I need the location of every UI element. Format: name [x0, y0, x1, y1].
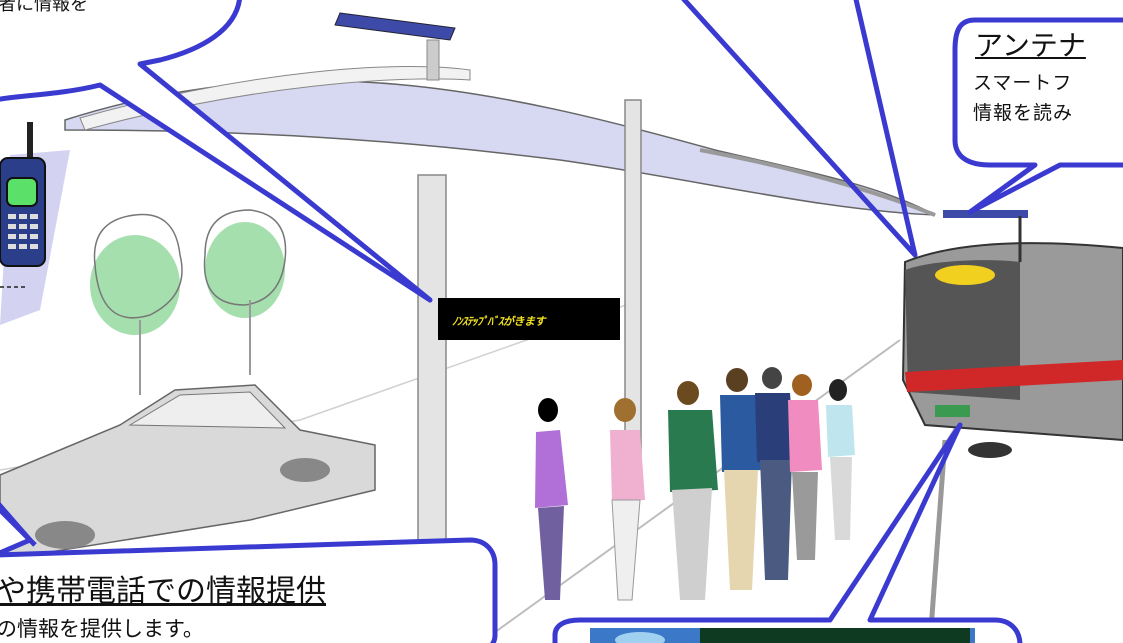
stop-sign-board	[438, 298, 620, 340]
mobile-phone-icon	[0, 122, 70, 325]
callout-antenna	[952, 17, 1123, 215]
antenna-callout-line1: スマートフ	[973, 72, 1073, 94]
crowd-of-people	[535, 367, 855, 601]
antenna-callout-title: アンテナ	[975, 29, 1086, 62]
mobile-callout-title: や携帯電話での情報提供	[0, 574, 326, 609]
bus-icon	[901, 210, 1123, 458]
callout-top-left-text: 者に情報を	[0, 0, 88, 15]
car-icon	[0, 384, 376, 561]
callout-top-left	[0, 0, 433, 303]
stop-sign-text: ﾉﾝｽﾃｯﾌﾟﾊﾞｽがきます	[452, 315, 546, 328]
callout-bottom-right	[552, 422, 1023, 643]
tree-icon	[90, 209, 287, 395]
antenna-callout-line2: 情報を読み	[973, 102, 1074, 124]
mobile-callout-body: の情報を提供します。	[0, 617, 204, 641]
